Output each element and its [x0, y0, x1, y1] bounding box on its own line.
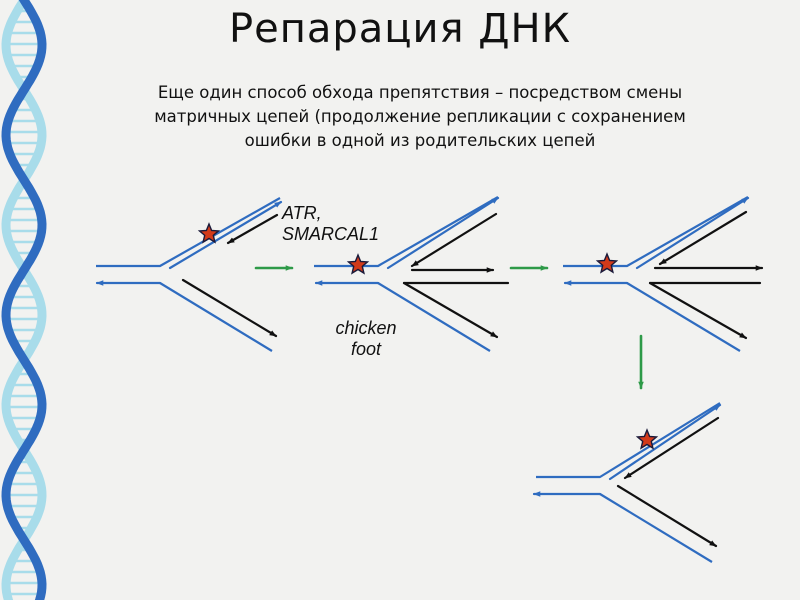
star-icon: [197, 222, 221, 244]
chicken-label-line-1: chicken: [335, 318, 397, 338]
subtitle-line-1: Еще один способ обхода препятствия – пос…: [157, 83, 683, 102]
parental-strand-top: [536, 402, 721, 479]
parental-strand-top-arrow: [635, 196, 750, 270]
chicken-label-line-2: foot: [350, 339, 382, 359]
subtitle-line-2: матричных цепей (продолжение репликации …: [154, 107, 686, 126]
atr-label-line-2: SMARCAL1: [282, 224, 380, 244]
parental-strand-top-arrow: [608, 403, 722, 481]
parental-strand-top-arrow: [386, 196, 500, 270]
subtitle-line-3: ошибки в одной из родительских цепей: [244, 131, 596, 150]
parental-strand-top: [96, 197, 281, 268]
star-icon: [595, 252, 619, 274]
star-icon: [346, 253, 370, 275]
nascent-strand-top: [658, 210, 748, 266]
nascent-strand-top: [410, 212, 498, 268]
parental-strand-bottom-lower: [159, 282, 273, 352]
atr-smarcal1-label: ATR, SMARCAL1: [282, 203, 379, 245]
atr-label-line-1: ATR,: [282, 203, 322, 223]
nascent-strand-top: [226, 213, 279, 245]
nascent-strand-bottom: [616, 484, 718, 548]
parental-strand-top: [314, 196, 499, 268]
parental-strand-top: [563, 196, 749, 268]
nascent-strand-bottom: [181, 278, 278, 338]
nascent-strand-bottom: [402, 281, 499, 339]
nascent-strand-bottom: [648, 281, 748, 340]
subtitle: Еще один способ обхода препятствия – пос…: [80, 81, 760, 153]
star-icon: [635, 428, 659, 450]
parental-strand-bottom-lower: [626, 282, 741, 352]
parental-strand-bottom-lower: [599, 493, 713, 563]
helix-strand-dark: [1, 0, 47, 600]
parental-strand-top-arrow: [168, 200, 283, 270]
page-title: Репарация ДНК: [228, 6, 572, 52]
chicken-foot-label: chicken foot: [326, 318, 406, 360]
parental-strand-bottom-lower: [377, 282, 491, 352]
dna-helix-icon: [1, 0, 47, 600]
nascent-strand-top: [623, 416, 720, 480]
